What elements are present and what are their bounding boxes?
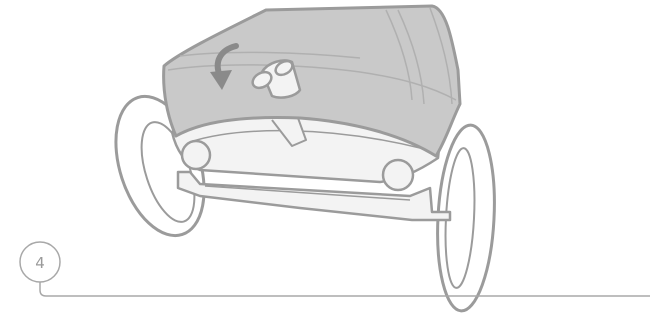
step-rule-line bbox=[40, 282, 650, 296]
step-number-text: 4 bbox=[35, 254, 45, 272]
right-hinge-knob bbox=[383, 160, 413, 190]
step-marker: 4 bbox=[20, 242, 650, 296]
left-hinge-knob bbox=[182, 141, 210, 169]
